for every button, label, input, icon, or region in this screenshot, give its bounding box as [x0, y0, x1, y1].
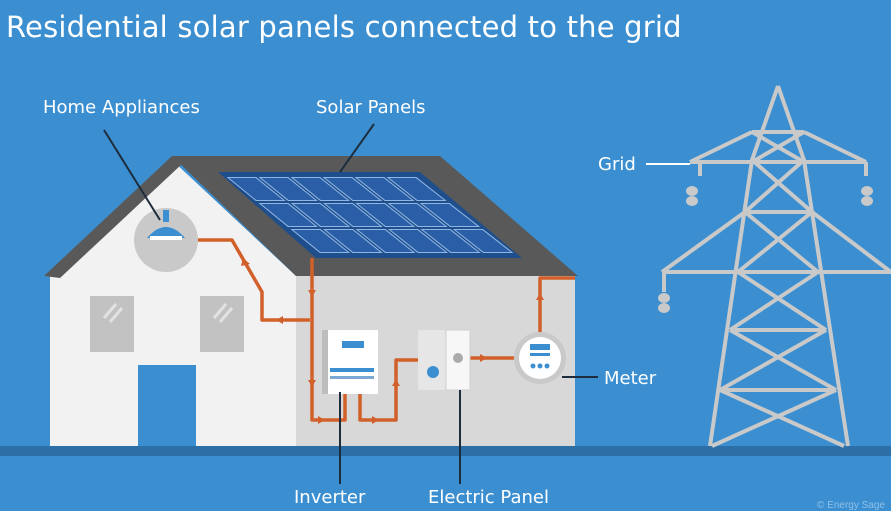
solar-panel-cell: [226, 177, 286, 201]
solar-panel-cell: [355, 203, 416, 227]
window-icon: [200, 296, 244, 352]
solar-panel-cell: [387, 229, 449, 253]
electric-panel-icon: [418, 329, 471, 391]
window-icon: [90, 296, 134, 352]
solar-panel-cell: [354, 177, 415, 201]
solar-panel-cell: [452, 229, 514, 253]
page-title: Residential solar panels connected to th…: [6, 10, 682, 44]
solar-panel-cell: [258, 203, 318, 227]
ground-line: [0, 446, 891, 456]
solar-panel-cell: [387, 203, 448, 227]
solar-panel-cell: [290, 229, 351, 253]
roof-edge: [44, 156, 182, 278]
solar-panel-cell: [420, 229, 481, 253]
solar-panel-cell: [290, 177, 351, 201]
solar-panel-cell: [322, 177, 383, 201]
door-icon: [138, 365, 196, 446]
label-grid: Grid: [598, 154, 636, 175]
house-front-wall: [50, 160, 296, 446]
solar-panel-cell: [419, 203, 481, 227]
solar-panel-cell: [290, 203, 351, 227]
label-electric-panel: Electric Panel: [428, 487, 549, 508]
label-solar-panels: Solar Panels: [316, 97, 426, 118]
copyright-text: © Energy Sage: [817, 500, 885, 511]
label-inverter: Inverter: [294, 487, 366, 508]
insulators: [658, 186, 873, 313]
solar-panel-cell: [355, 229, 416, 253]
wires: [198, 238, 575, 422]
solar-panel-cell: [258, 177, 318, 201]
label-home-appliances: Home Appliances: [43, 97, 200, 118]
meter-icon: [514, 332, 566, 384]
solar-panel-cell: [386, 177, 447, 201]
wire-arrows: [241, 258, 544, 424]
inverter-icon: [322, 330, 378, 394]
callout-lines: [103, 123, 690, 484]
lamp-icon: [147, 210, 185, 240]
transmission-tower-icon: [660, 85, 891, 448]
label-meter: Meter: [604, 368, 657, 389]
solar-panel-cell: [322, 203, 383, 227]
solar-panel-cell: [322, 229, 383, 253]
